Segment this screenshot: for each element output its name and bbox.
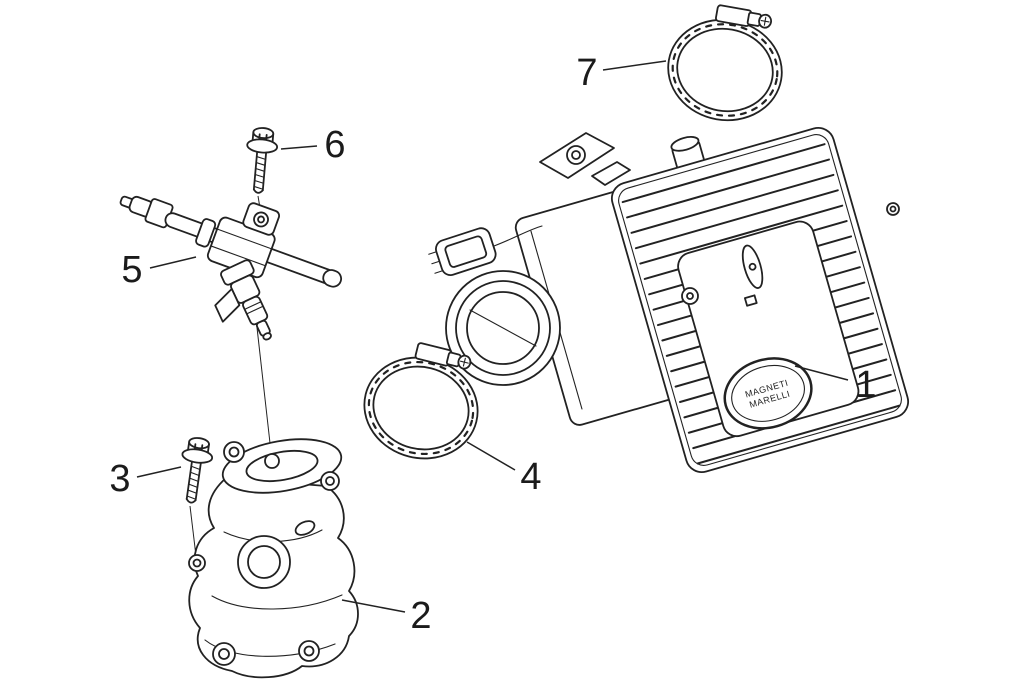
intake-manifold — [188, 438, 359, 679]
leader-line-3 — [136, 466, 182, 478]
rail-right-cap — [322, 269, 343, 288]
axis-line-bolt3-manifold — [189, 505, 197, 557]
callout-3: 3 — [109, 458, 131, 500]
cover-screw — [886, 202, 900, 216]
injector-connector — [214, 287, 241, 323]
leader-line-2 — [341, 599, 406, 613]
base-bolt-boss-right — [298, 640, 320, 662]
leader-line-7 — [602, 60, 667, 71]
callout-7: 7 — [576, 52, 598, 94]
injector-port — [264, 453, 280, 469]
leader-line-4 — [466, 441, 516, 471]
side-boss — [188, 554, 206, 572]
brand-badge: MAGNETI MARELLI — [723, 357, 813, 430]
leader-line-6 — [280, 145, 318, 150]
callout-6: 6 — [324, 124, 346, 166]
callout-4: 4 — [520, 456, 542, 498]
cover-screw-boss — [681, 287, 699, 305]
callout-5: 5 — [121, 249, 143, 291]
leader-line-5 — [149, 256, 197, 269]
throttle-body-assembly: MAGNETI MARELLI — [428, 127, 910, 473]
finned-cover: MAGNETI MARELLI — [610, 127, 910, 473]
flange-ear-right — [320, 471, 340, 491]
connector-stem — [493, 225, 543, 247]
injector-rail-bolt — [242, 125, 280, 196]
air-duct-hose-clamp — [659, 0, 794, 131]
fuel-injector-rail-assembly — [119, 195, 343, 341]
leader-line-1 — [794, 365, 849, 381]
callout-1: 1 — [855, 364, 877, 406]
fuel-injector — [214, 259, 272, 341]
flange-ear-left — [223, 441, 245, 463]
callout-2: 2 — [410, 595, 432, 637]
throttle-bore — [445, 270, 561, 386]
base-bolt-boss-left — [212, 642, 236, 666]
manifold-flange — [221, 438, 343, 494]
electrical-connector — [428, 227, 497, 276]
manifold-flange-bolt — [174, 435, 216, 506]
